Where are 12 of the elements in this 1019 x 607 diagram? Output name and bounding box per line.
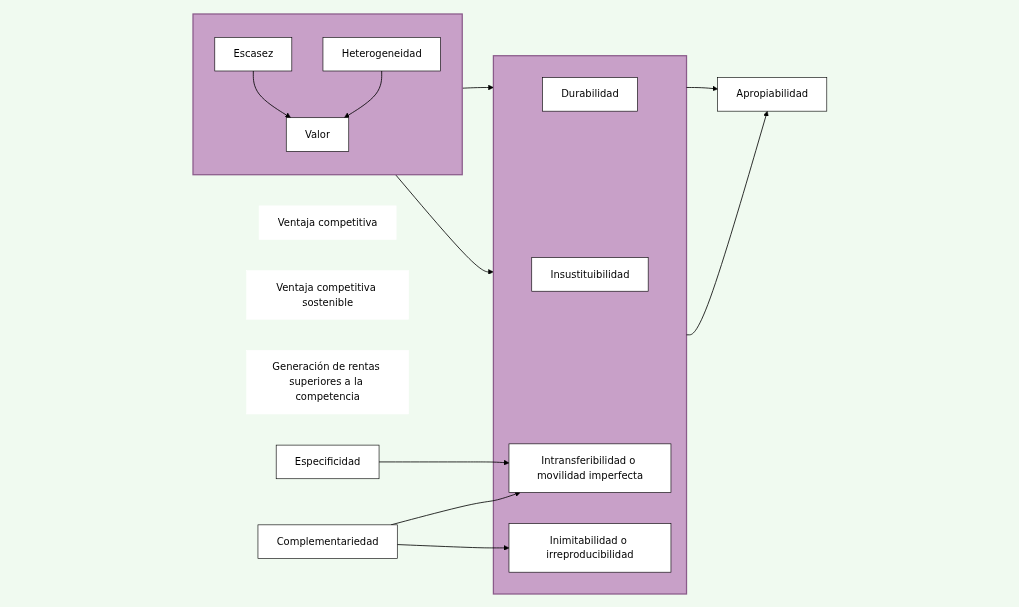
node-box: Especificidad — [275, 444, 379, 479]
node-box: Heterogeneidad — [322, 36, 441, 71]
node-box: Intransferibilidad o movilidad imperfecta — [508, 443, 671, 493]
node-box: Apropiabilidad — [717, 76, 827, 111]
cluster — [191, 12, 463, 175]
node-box: Escasez — [214, 36, 292, 71]
node-box: Valor — [285, 116, 349, 152]
cluster — [492, 54, 687, 595]
node-box: Inimitabilidad o irreproducibilidad — [508, 522, 671, 572]
node-box: Insustituibilidad — [531, 256, 649, 292]
node-box: Durabilidad — [541, 76, 638, 111]
node-box: Complementariedad — [257, 524, 398, 559]
